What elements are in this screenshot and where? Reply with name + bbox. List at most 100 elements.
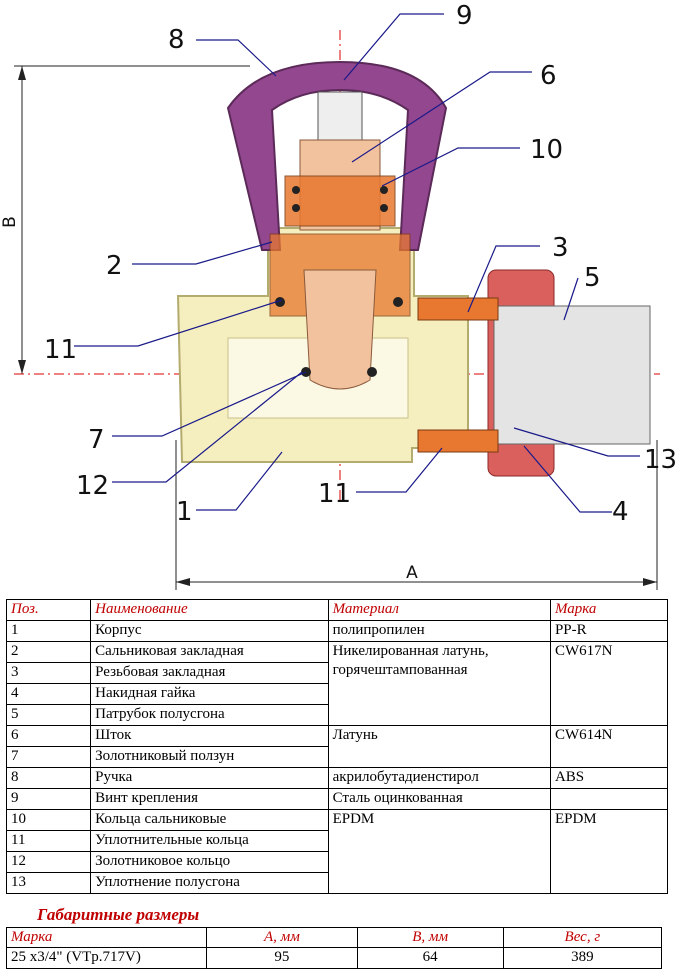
seal-ring xyxy=(275,297,285,307)
table-row: 11 Уплотнительные кольца xyxy=(5,830,668,852)
cell-mark: 25 x3/4" (VTp.717V) xyxy=(5,947,208,969)
cell-pos: 3 xyxy=(5,662,92,684)
callout-10: 10 xyxy=(530,135,563,165)
leader-lines xyxy=(74,13,640,513)
stem-top xyxy=(317,91,363,143)
table-row: 3 Резьбовая закладная xyxy=(5,662,668,684)
table-row: 12 Золотниковое кольцо xyxy=(5,851,668,873)
threaded-insert-right xyxy=(417,297,499,321)
callout-7: 7 xyxy=(88,425,105,455)
header-name: Наименование xyxy=(90,599,329,621)
dimension-label-b: B xyxy=(0,216,20,228)
cell-pos: 12 xyxy=(5,851,92,873)
cell-name: Корпус xyxy=(90,620,329,642)
table-row: 25 x3/4" (VTp.717V) 95 64 389 xyxy=(5,947,663,969)
callout-6: 6 xyxy=(540,61,557,91)
dimensions-table: Марка А, мм В, мм Вес, г 25 x3/4" (VTp.7… xyxy=(5,927,663,969)
cell-pos: 13 xyxy=(5,872,92,894)
cell-material: полипропилен xyxy=(327,620,551,642)
cell-pos: 1 xyxy=(5,620,92,642)
seal-ring xyxy=(393,297,403,307)
cell-name: Шток xyxy=(90,725,329,747)
cell-pos: 8 xyxy=(5,767,92,789)
table-row: 4 Накидная гайка xyxy=(5,683,668,705)
header-b: В, мм xyxy=(356,927,504,948)
cell-name: Уплотнение полусгона xyxy=(90,872,329,894)
gland-ring xyxy=(380,204,388,212)
spool xyxy=(303,269,377,390)
cell-pos: 2 xyxy=(5,641,92,663)
cell-pos: 4 xyxy=(5,683,92,705)
cell-b: 64 xyxy=(356,947,504,969)
cell-name: Патрубок полусгона xyxy=(90,704,329,726)
table-row: 1 Корпус полипропилен PP-R xyxy=(5,620,669,642)
table-row: 6 Шток Латунь CW614N xyxy=(5,725,669,768)
cell-a: 95 xyxy=(206,947,358,969)
cell-name: Накидная гайка xyxy=(90,683,329,705)
gland-ring xyxy=(292,204,300,212)
header-mark: Марка xyxy=(5,927,208,948)
cell-material: Сталь оцинкованная xyxy=(327,788,551,810)
header-pos: Поз. xyxy=(5,599,92,621)
cell-mark xyxy=(549,788,669,810)
table-row: 2 Сальниковая закладная Никелированная л… xyxy=(5,641,669,726)
spec-header-row: Поз. Наименование Материал Марка xyxy=(5,599,669,621)
callout-13: 13 xyxy=(644,445,677,475)
gland-ring xyxy=(292,186,300,194)
cell-pos: 7 xyxy=(5,746,92,768)
header-mark: Марка xyxy=(549,599,669,621)
cell-mark: CW617N xyxy=(549,641,669,726)
header-material: Материал xyxy=(327,599,551,621)
cell-pos: 11 xyxy=(5,830,92,852)
specification-table: Поз. Наименование Материал Марка 1 Корпу… xyxy=(5,599,669,894)
callout-11-bottom: 11 xyxy=(318,479,351,509)
dimension-label-a: A xyxy=(406,563,418,583)
threaded-insert-right xyxy=(417,429,499,453)
table-row: 5 Патрубок полусгона xyxy=(5,704,668,726)
header-weight: Вес, г xyxy=(502,927,663,948)
cell-mark: ABS xyxy=(549,767,669,789)
callout-1: 1 xyxy=(176,497,193,527)
cell-pos: 9 xyxy=(5,788,92,810)
callout-4: 4 xyxy=(612,497,629,527)
cell-material: акрилобутадиенстирол xyxy=(327,767,551,789)
cell-mark: CW614N xyxy=(549,725,669,768)
cell-material: EPDM xyxy=(327,809,551,894)
cell-pos: 5 xyxy=(5,704,92,726)
valve-cross-section-drawing: B A 8 9 6 10 2 3 5 11 xyxy=(0,1,677,590)
table-row: 8 Ручка акрилобутадиенстирол ABS xyxy=(5,767,669,789)
callout-3: 3 xyxy=(552,233,569,263)
callout-2: 2 xyxy=(106,251,123,281)
header-a: А, мм xyxy=(206,927,358,948)
table-row: 10 Кольца сальниковые EPDM EPDM xyxy=(5,809,669,894)
dims-header-row: Марка А, мм В, мм Вес, г xyxy=(5,927,663,948)
cell-name: Золотниковое кольцо xyxy=(90,851,329,873)
cell-name: Золотниковый ползун xyxy=(90,746,329,768)
cell-mark: EPDM xyxy=(549,809,669,894)
cell-pos: 6 xyxy=(5,725,92,747)
cell-material: Латунь xyxy=(327,725,551,768)
callout-8: 8 xyxy=(168,25,185,55)
cell-name: Сальниковая закладная xyxy=(90,641,329,663)
callout-12: 12 xyxy=(76,471,109,501)
cell-name: Уплотнительные кольца xyxy=(90,830,329,852)
cell-pos: 10 xyxy=(5,809,92,831)
dimensions-title: Габаритные размеры xyxy=(37,905,200,924)
callout-9: 9 xyxy=(456,1,473,31)
gland-insert xyxy=(284,175,396,227)
cell-name: Резьбовая закладная xyxy=(90,662,329,684)
union-tail xyxy=(493,305,651,445)
cell-name: Винт крепления xyxy=(90,788,329,810)
cell-name: Ручка xyxy=(90,767,329,789)
cell-name: Кольца сальниковые xyxy=(90,809,329,831)
cell-material: Никелированная латунь, горячештампованна… xyxy=(327,641,551,726)
gland-ring xyxy=(380,186,388,194)
callout-5: 5 xyxy=(584,263,601,293)
spool-ring xyxy=(367,367,377,377)
table-row: 9 Винт крепления Сталь оцинкованная xyxy=(5,788,669,810)
table-row: 13 Уплотнение полусгона xyxy=(5,872,668,894)
cell-mark: PP-R xyxy=(549,620,669,642)
handle xyxy=(226,60,448,251)
callout-11-left: 11 xyxy=(44,335,77,365)
cell-weight: 389 xyxy=(502,947,663,969)
